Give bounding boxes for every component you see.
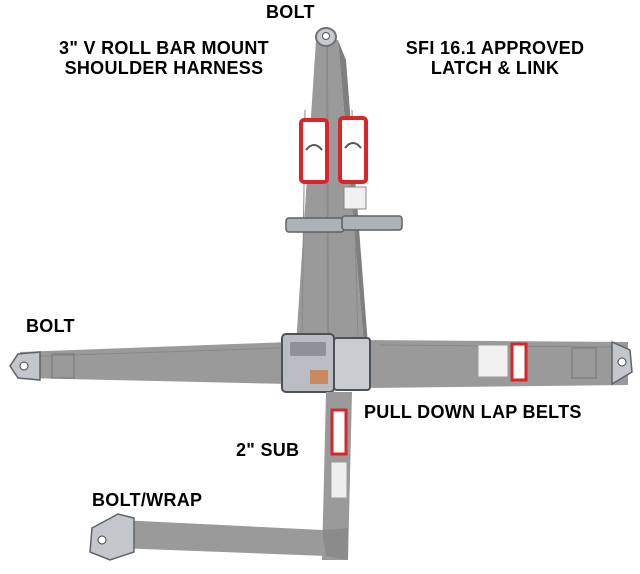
label-bolt-wrap: BOLT/WRAP bbox=[92, 490, 203, 510]
latch-and-link-buckle bbox=[281, 333, 371, 393]
sub-bolt-bracket bbox=[89, 513, 135, 561]
label-bolt-left: BOLT bbox=[26, 316, 75, 336]
logo-tags bbox=[299, 116, 368, 210]
sub-strap bbox=[118, 392, 352, 560]
label-sub: 2" SUB bbox=[236, 440, 300, 460]
label-sfi-line1: SFI 16.1 APPROVED bbox=[405, 38, 585, 58]
lap-end-brackets bbox=[9, 340, 633, 386]
label-harness-line2: SHOULDER HARNESS bbox=[64, 58, 264, 78]
lap-belt bbox=[20, 340, 628, 388]
top-bolt-bracket bbox=[315, 27, 337, 47]
label-pull-down-lap-belts: PULL DOWN LAP BELTS bbox=[364, 402, 582, 422]
label-bolt-top: BOLT bbox=[266, 2, 315, 22]
label-sfi-line2: LATCH & LINK bbox=[430, 58, 560, 78]
shoulder-adjusters bbox=[285, 215, 403, 233]
label-harness-line1: 3" V ROLL BAR MOUNT bbox=[59, 38, 269, 58]
